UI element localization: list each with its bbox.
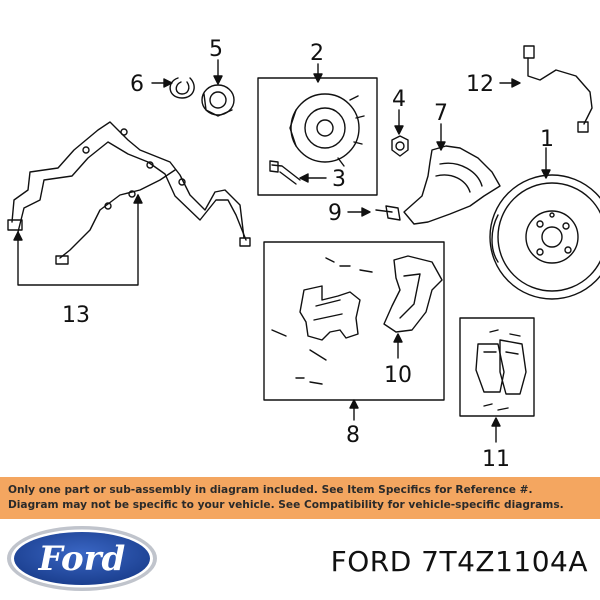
snap-ring-part-6: [169, 77, 195, 99]
callout-3: 3: [332, 167, 346, 192]
hub-bolt-part-3: [269, 160, 301, 185]
wear-sensor-part-12: [523, 45, 593, 133]
callout-9: 9: [328, 201, 342, 226]
svg-text:Ford: Ford: [38, 539, 126, 579]
dust-shield-part-7: [403, 145, 501, 225]
callout-6: 6: [130, 72, 144, 97]
notice-line-2: Diagram may not be specific to your vehi…: [8, 499, 564, 511]
part-number: FORD 7T4Z1104A: [330, 545, 588, 578]
brake-assembly-diagram: 1 2 3 4 5 6 7 8 9 10 11 12 13: [7, 37, 600, 472]
hub-part-2: [289, 93, 365, 167]
callout-12: 12: [466, 72, 494, 97]
compatibility-notice: Only one part or sub-assembly in diagram…: [0, 477, 600, 519]
callout-8: 8: [346, 423, 360, 448]
nut-part-4: [391, 135, 409, 157]
footer: Ford FORD 7T4Z1104A: [0, 519, 600, 600]
ford-logo: Ford: [7, 526, 157, 591]
callout-10: 10: [384, 363, 412, 388]
abs-harness-part-13: [7, 121, 251, 265]
brake-rotor-part-1: [489, 174, 600, 300]
caliper-assembly-part-8: [271, 257, 373, 385]
callout-7: 7: [434, 101, 448, 126]
callout-5: 5: [209, 37, 223, 62]
shield-bolt-part-9: [375, 205, 401, 221]
notice-line-1: Only one part or sub-assembly in diagram…: [8, 484, 533, 496]
callout-1: 1: [540, 127, 554, 152]
caliper-bracket-part-10: [383, 255, 443, 333]
callout-11: 11: [482, 447, 510, 472]
wheel-bearing-part-5: [201, 84, 235, 117]
callout-2: 2: [310, 41, 324, 66]
brake-pads-part-11: [475, 329, 527, 411]
callout-4: 4: [392, 87, 406, 112]
callout-13: 13: [62, 303, 90, 328]
